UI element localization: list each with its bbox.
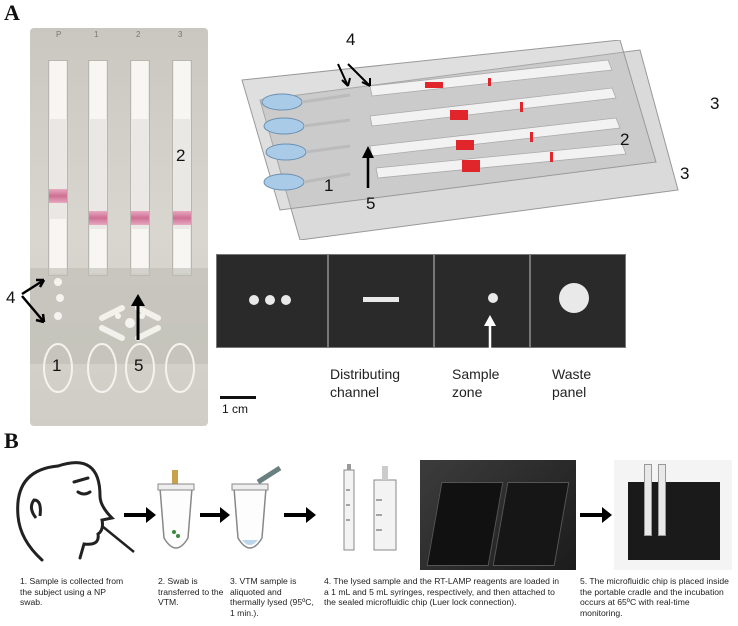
schematic-label-well: 1	[324, 176, 334, 195]
strip-mark-3: 3	[178, 30, 183, 39]
process-arrows	[124, 507, 612, 523]
test-strip-p	[48, 60, 68, 276]
test-strip-2	[130, 60, 150, 276]
portable-cradle-photo	[614, 460, 732, 570]
label-center: 5	[134, 356, 144, 375]
caption-distributing: Distributing channel	[330, 366, 401, 400]
schematic-label-inlets: 4	[346, 30, 356, 49]
vtm-tube-swab-icon	[157, 470, 195, 549]
test-line	[89, 211, 107, 225]
microfluidic-chips-photo	[420, 460, 576, 570]
sample-panel	[434, 254, 530, 348]
blue-wells	[261, 93, 307, 191]
center-arrow	[131, 294, 145, 340]
schematic-view	[241, 40, 679, 240]
caption-waste: Waste panel	[552, 366, 592, 400]
step-3-text: 3. VTM sample is aliquoted and thermally…	[230, 576, 314, 618]
test-line	[131, 211, 149, 225]
inlet-dots-panel	[216, 254, 328, 348]
device-photo: P 1 2 3 2 1 5	[30, 28, 208, 426]
schematic-label-center: 5	[366, 194, 376, 213]
test-strip-1	[88, 60, 108, 276]
step-1-text: 1. Sample is collected from the subject …	[20, 576, 124, 607]
schematic-label-sheet-top: 3	[710, 94, 720, 113]
step-4-text: 4. The lysed sample and the RT-LAMP reag…	[324, 576, 560, 607]
schematic-label-strips: 2	[620, 130, 630, 149]
test-strip-3	[172, 60, 192, 276]
lysis-tube-icon	[231, 466, 282, 549]
channel-network	[30, 268, 208, 393]
sample-arrow	[484, 315, 496, 358]
distributing-panel	[328, 254, 434, 348]
test-line	[49, 189, 67, 203]
panel-a-label: A	[4, 0, 20, 25]
caption-sample: Sample zone	[452, 366, 500, 400]
scale-bar-label: 1 cm	[222, 402, 249, 416]
syringes-icon	[343, 464, 397, 551]
red-marks	[425, 78, 553, 172]
waste-panel	[530, 254, 626, 348]
step-5-text: 5. The microfluidic chip is placed insid…	[580, 576, 729, 618]
patient-face-icon	[16, 461, 135, 562]
label-well: 1	[52, 356, 62, 375]
strip-mark-p: P	[56, 30, 62, 39]
scale-bar	[220, 396, 256, 399]
strip-mark-2: 2	[136, 30, 141, 39]
label-inlets: 4	[6, 288, 16, 307]
panel-b-label: B	[4, 428, 19, 453]
strip-mark-1: 1	[94, 30, 99, 39]
schematic-label-sheet-bottom: 3	[680, 164, 690, 183]
step-2-text: 2. Swab is transferred to the VTM.	[158, 576, 224, 607]
inlet-arrows	[21, 278, 46, 324]
label-strips: 2	[176, 146, 186, 165]
test-line	[173, 211, 191, 225]
